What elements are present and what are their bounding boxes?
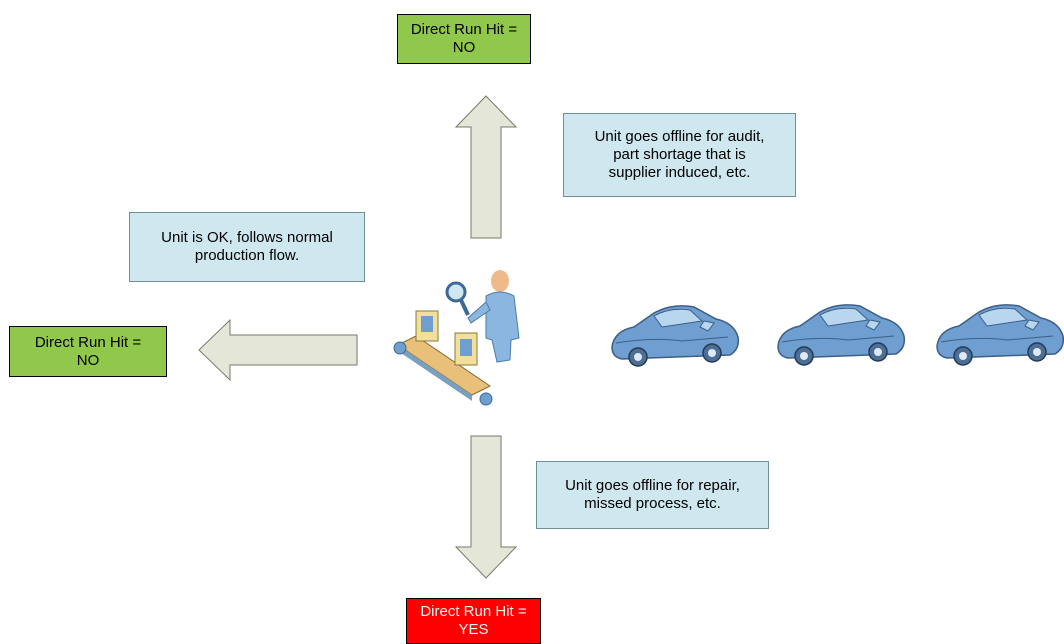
car-icon (936, 304, 1064, 366)
note-normal-flow: Unit is OK, follows normal production fl… (129, 212, 365, 282)
outcome-top-box: Direct Run Hit = NO (397, 14, 531, 64)
car-icon (611, 305, 740, 367)
outcome-left-box: Direct Run Hit = NO (9, 326, 167, 377)
inspector-icon (393, 270, 520, 406)
arrow-down-icon (454, 435, 518, 579)
note-repair: Unit goes offline for repair, missed pro… (536, 461, 769, 529)
arrow-up-icon (454, 95, 518, 239)
car-icon (777, 304, 906, 366)
arrow-left-icon (198, 318, 358, 382)
outcome-bottom-box: Direct Run Hit = YES (406, 598, 541, 644)
note-audit: Unit goes offline for audit, part shorta… (563, 113, 796, 197)
